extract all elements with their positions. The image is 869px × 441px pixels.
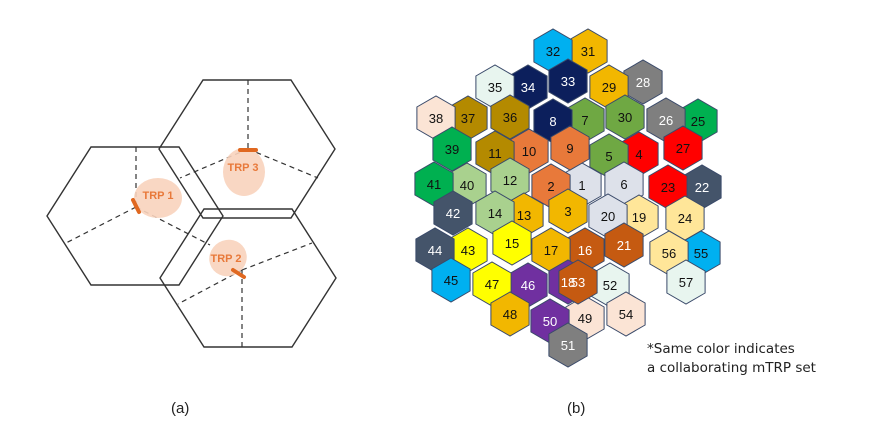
cell-39-label: 39 — [445, 142, 459, 157]
cell-32-label: 32 — [546, 44, 560, 59]
cell-6-label: 6 — [620, 177, 627, 192]
cell-3 — [548, 188, 588, 234]
cell-30-label: 30 — [618, 110, 632, 125]
hexagon-cell-bottom-right — [159, 208, 337, 348]
legend-note-line-1: *Same color indicates — [647, 341, 795, 357]
cell-39 — [432, 126, 472, 172]
trp-3-label: TRP 3 — [228, 162, 259, 174]
cell-44-label: 44 — [428, 243, 442, 258]
legend-note-line-2: a collaborating mTRP set — [647, 360, 816, 376]
cell-23-label: 23 — [661, 180, 675, 195]
cell-26-label: 26 — [659, 113, 673, 128]
cell-2-label: 2 — [547, 179, 554, 194]
trp-2-label: TRP 2 — [211, 253, 242, 265]
trp-2-coverage — [209, 239, 247, 277]
cell-43-label: 43 — [461, 243, 475, 258]
cell-9 — [550, 125, 590, 171]
cell-45 — [431, 257, 471, 303]
cell-35-label: 35 — [488, 80, 502, 95]
cell-38-label: 38 — [429, 111, 443, 126]
cell-28 — [623, 59, 663, 105]
cell-16-label: 16 — [578, 243, 592, 258]
legend-note: *Same color indicates a collaborating mT… — [647, 340, 816, 378]
cell-54-label: 54 — [619, 307, 633, 322]
cell-13-label: 13 — [517, 208, 531, 223]
cell-17-label: 17 — [544, 243, 558, 258]
cell-27 — [663, 125, 703, 171]
cell-21-label: 21 — [617, 238, 631, 253]
cell-30 — [605, 94, 645, 140]
cell-46-label: 46 — [521, 278, 535, 293]
cell-4-label: 4 — [635, 147, 642, 162]
cell-25-label: 25 — [691, 114, 705, 129]
trp-2-antenna — [231, 268, 246, 279]
cell-22-label: 22 — [695, 180, 709, 195]
cell-50-label: 50 — [543, 314, 557, 329]
cell-12-label: 12 — [503, 173, 517, 188]
cell-53 — [558, 259, 598, 305]
cell-42 — [433, 190, 473, 236]
hexagon-cell-left — [46, 146, 224, 286]
cell-41-label: 41 — [427, 177, 441, 192]
cell-47-label: 47 — [485, 277, 499, 292]
cell-56-label: 56 — [662, 246, 676, 261]
cell-37-label: 37 — [461, 111, 475, 126]
cell-57-label: 57 — [679, 275, 693, 290]
cell-29-label: 29 — [602, 80, 616, 95]
cell-18-label: 18 — [561, 275, 575, 290]
cell-57 — [666, 259, 706, 305]
cell-1-label: 1 — [578, 178, 585, 193]
cell-51-label: 51 — [561, 338, 575, 353]
cell-42-label: 42 — [446, 206, 460, 221]
panel-a-diagram: TRP 1 TRP 3 TRP 2 — [46, 79, 337, 348]
cell-11-label: 11 — [488, 146, 502, 161]
cell-34-label: 34 — [521, 80, 535, 95]
cell-45-label: 45 — [444, 273, 458, 288]
cell-10-label: 10 — [522, 144, 536, 159]
cell-15 — [492, 220, 532, 266]
cell-31-label: 31 — [581, 44, 595, 59]
cell-24-label: 24 — [678, 211, 692, 226]
cell-20-label: 20 — [601, 209, 615, 224]
cell-53-label: 53 — [571, 275, 585, 290]
cell-55-label: 55 — [694, 246, 708, 261]
cell-36-label: 36 — [503, 110, 517, 125]
cell-48 — [490, 291, 530, 337]
cell-51 — [548, 322, 588, 368]
cell-36 — [490, 94, 530, 140]
cell-40-label: 40 — [460, 178, 474, 193]
cell-33-label: 33 — [561, 74, 575, 89]
cell-33 — [548, 58, 588, 104]
cell-28-label: 28 — [636, 75, 650, 90]
cell-8-label: 8 — [549, 114, 556, 129]
hexagon-cell-top-right — [158, 79, 336, 219]
cell-27-label: 27 — [676, 141, 690, 156]
cell-49-label: 49 — [578, 311, 592, 326]
cell-7-label: 7 — [581, 113, 588, 128]
cell-19-label: 19 — [632, 210, 646, 225]
trp-1-coverage — [134, 178, 182, 218]
cell-21 — [604, 222, 644, 268]
cell-15-label: 15 — [505, 236, 519, 251]
cell-3-label: 3 — [564, 204, 571, 219]
cell-54 — [606, 291, 646, 337]
cell-9-label: 9 — [566, 141, 573, 156]
cell-5-label: 5 — [605, 149, 612, 164]
panel-b-caption: (b) — [567, 400, 586, 417]
trp-1-antenna — [131, 198, 141, 214]
cell-14-label: 14 — [488, 206, 502, 221]
cell-48-label: 48 — [503, 307, 517, 322]
trp-3-coverage — [223, 148, 265, 196]
trp-1-label: TRP 1 — [143, 190, 174, 202]
cell-52-label: 52 — [603, 278, 617, 293]
panel-a-caption: (a) — [171, 400, 190, 417]
